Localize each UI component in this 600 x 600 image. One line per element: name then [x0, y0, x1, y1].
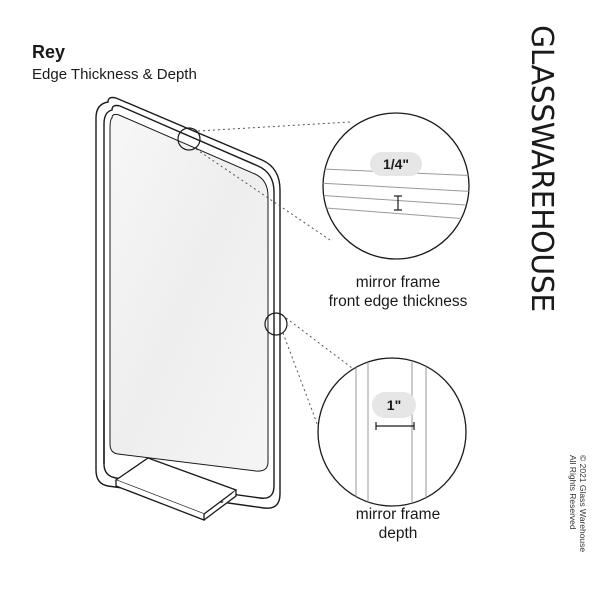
front-edge-label-line1: mirror frame — [355, 274, 441, 291]
top-edge-marker — [177, 127, 201, 151]
copyright-notice: © 2021 Glass Warehouse All Rights Reserv… — [568, 455, 588, 552]
depth-indicator — [375, 422, 415, 430]
depth-label: mirror frame depth — [288, 505, 508, 543]
mirror-frame — [95, 96, 281, 509]
diagram-subtitle: Edge Thickness & Depth — [32, 66, 197, 83]
front-edge-label: mirror frame front edge thickness — [288, 273, 508, 311]
mirror-stand — [114, 457, 238, 521]
thickness-indicator — [394, 195, 402, 211]
depth-label-line1: mirror frame — [355, 506, 441, 523]
product-title: Rey — [32, 42, 66, 62]
depth-zoom: 1" — [317, 357, 467, 507]
copyright-line2: All Rights Reserved — [568, 455, 578, 530]
measure-depth-text: 1" — [387, 397, 401, 413]
side-edge-marker — [264, 312, 288, 336]
measure-front-text: 1/4" — [383, 156, 409, 172]
depth-label-line2: depth — [378, 525, 418, 542]
front-edge-zoom: 1/4" — [322, 112, 470, 260]
brand-wordmark: GLASSWAREHOUSE — [524, 25, 559, 312]
front-edge-label-line2: front edge thickness — [328, 293, 468, 310]
copyright-line1: © 2021 Glass Warehouse — [578, 455, 588, 553]
measure-badge-front — [370, 152, 422, 176]
measure-badge-depth — [372, 392, 416, 418]
